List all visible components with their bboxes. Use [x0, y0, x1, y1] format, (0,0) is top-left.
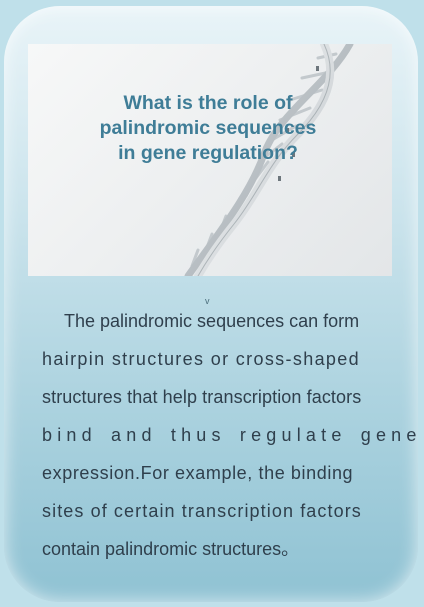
info-card: What is the role of palindromic sequence… — [4, 6, 418, 602]
answer-line-5: expression.For example, the binding — [42, 463, 354, 483]
answer-line-6: sites of certain transcription factors — [42, 501, 362, 521]
banner-title-line-2: palindromic sequences — [99, 117, 317, 139]
answer-paragraph: The palindromic sequences can form hairp… — [42, 302, 422, 568]
banner-title: What is the role of palindromic sequence… — [58, 91, 358, 166]
answer-line-7: contain palindromic structures。 — [42, 539, 300, 559]
banner-title-line-3: in gene regulation? — [118, 142, 298, 164]
banner-title-line-1: What is the role of — [123, 92, 293, 114]
banner-image: What is the role of palindromic sequence… — [28, 44, 392, 276]
answer-line-1: The palindromic sequences can form — [64, 311, 360, 331]
answer-line-4: bind and thus regulate gene — [42, 425, 422, 445]
answer-line-2: hairpin structures or cross-shaped — [42, 349, 361, 369]
caret-mark: v — [205, 296, 210, 306]
answer-line-3: structures that help transcription facto… — [42, 387, 362, 407]
dna-double-helix-icon — [184, 44, 354, 276]
